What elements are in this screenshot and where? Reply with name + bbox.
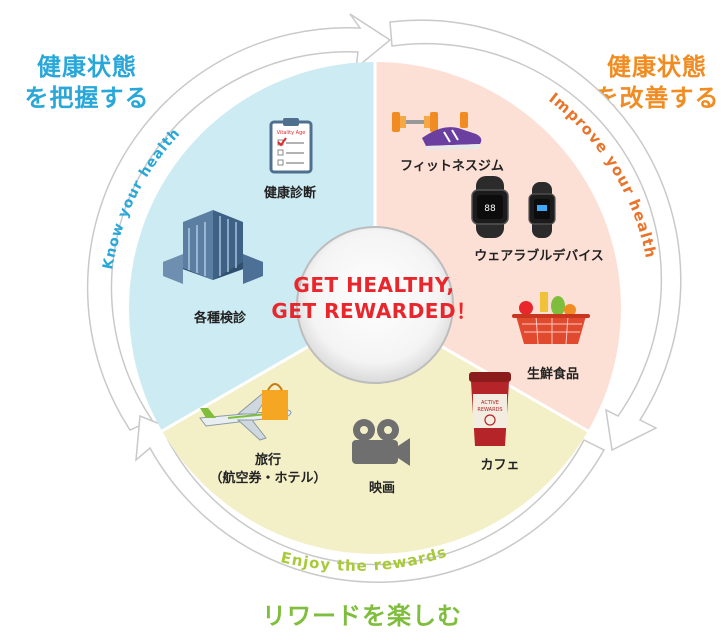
clipboard-icon: Vitality Age — [269, 118, 313, 174]
enjoy-segment — [162, 308, 588, 554]
clipboard-title: Vitality Age — [277, 130, 306, 136]
gym-icon — [392, 112, 482, 150]
label-fresh-food: 生鮮食品 — [526, 367, 579, 382]
svg-text:88: 88 — [484, 204, 496, 214]
label-movie: 映画 — [368, 481, 395, 496]
label-travel-line1: 旅行 — [254, 453, 281, 468]
wearable-device-icon: 88 — [471, 176, 556, 238]
enjoy-rewards-heading: リワードを楽しむ — [262, 602, 462, 630]
label-fitness-gym: フィットネスジム — [400, 159, 504, 174]
outer-ring — [86, 13, 682, 583]
grocery-basket-icon — [512, 292, 590, 345]
cup-text-rewards: REWARDS — [477, 407, 502, 413]
slogan-line-1: GET HEALTHY, — [293, 273, 455, 297]
ring-arrow-enjoy — [135, 414, 606, 583]
ring-arrow-know — [86, 13, 392, 431]
ring-arrow-improve — [389, 19, 682, 452]
label-medical-exams: 各種検診 — [193, 311, 246, 326]
know-health-heading: 健康状態 を把握する — [12, 52, 162, 114]
cup-text-active: ACTIVE — [481, 400, 499, 406]
hospital-building-icon — [163, 210, 263, 284]
center-circle — [296, 226, 454, 384]
movie-camera-icon — [352, 419, 410, 466]
label-travel-line2: （航空券・ホテル） — [209, 471, 327, 486]
label-health-checkup: 健康診断 — [263, 186, 316, 201]
coffee-cup-icon: ACTIVE REWARDS — [469, 372, 511, 446]
know-heading-text: 健康状態 を把握する — [24, 53, 150, 112]
label-wearable-device: ウェアラブルデバイス — [474, 249, 604, 264]
slogan-line-2: GET REWARDED！ — [271, 299, 477, 323]
shopping-bag-icon — [262, 383, 288, 420]
label-travel: 旅行 （航空券・ホテル） — [198, 452, 338, 488]
label-cafe: カフェ — [480, 458, 520, 473]
segments — [129, 62, 621, 554]
